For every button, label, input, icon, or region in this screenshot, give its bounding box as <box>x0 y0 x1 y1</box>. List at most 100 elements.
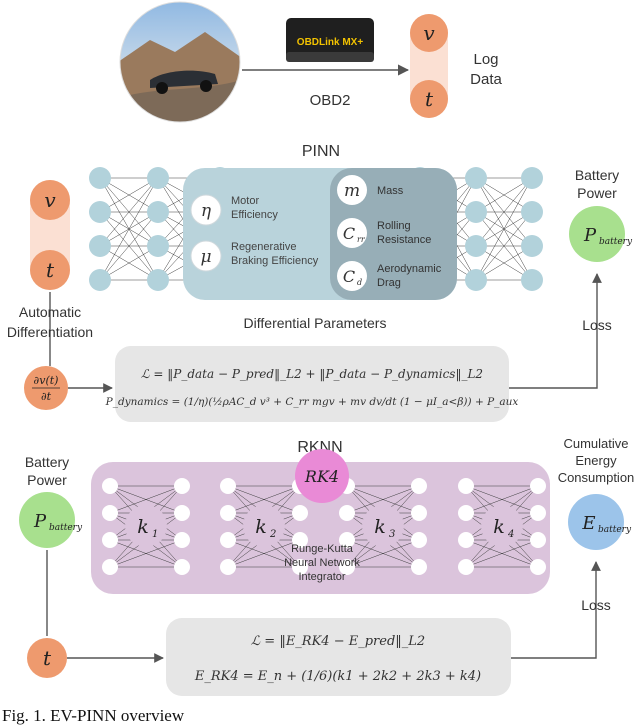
crr-symbol: C <box>343 224 355 243</box>
k3-symbol: k <box>374 516 386 538</box>
rknn-panel <box>91 462 550 594</box>
rknn-input-title-line2: Power <box>27 472 67 488</box>
crr-label-line1: Rolling <box>377 220 411 232</box>
log-t-symbol: t <box>425 87 434 111</box>
k4-node: k 4 <box>481 505 523 547</box>
rknn-net-node <box>530 532 546 548</box>
pinn-net-node <box>89 269 111 291</box>
pinn-dynamics-equation: P_dynamics = (1/η)(½ρAC_d v³ + C_rr mgv … <box>105 396 519 408</box>
k1-sub: 1 <box>152 529 158 540</box>
rknn-net-node <box>292 559 308 575</box>
rknn-net-node <box>411 505 427 521</box>
rknn-net-node <box>458 505 474 521</box>
rknn-net-edge <box>346 539 420 568</box>
k2-node: k 2 <box>243 505 285 547</box>
rknn-net-node <box>174 505 190 521</box>
pinn-net-node <box>465 201 487 223</box>
rknn-net-node <box>458 532 474 548</box>
param-m: m Mass <box>337 175 404 205</box>
log-v-symbol: v <box>423 21 435 45</box>
rknn-net-node <box>102 505 118 521</box>
rknn-input-node: P battery <box>19 492 83 548</box>
pinn-net-node <box>147 167 169 189</box>
rknn-net-edge <box>227 539 301 568</box>
obd-device-label: OBDLink MX+ <box>297 37 364 48</box>
k4-symbol: k <box>493 516 505 538</box>
rknn-net-node <box>102 532 118 548</box>
k3-sub: 3 <box>389 529 395 540</box>
pinn-net-node <box>521 235 543 257</box>
integrator-label-line3: Integrator <box>298 571 345 583</box>
rknn-net-node <box>174 532 190 548</box>
rknn-loss-arrow <box>511 561 601 659</box>
rknn-net-node <box>411 532 427 548</box>
pinn-equation-box <box>115 346 509 422</box>
mu-label-line1: Regenerative <box>231 241 296 253</box>
k3-node: k 3 <box>362 505 404 547</box>
pinn-net-node <box>465 167 487 189</box>
rknn-net-node <box>530 559 546 575</box>
pinn-loss-label: Loss <box>582 317 612 333</box>
rknn-net-node <box>220 478 236 494</box>
rk4-label: RK4 <box>304 467 339 486</box>
pinn-output-node: P battery <box>569 206 633 262</box>
rk4-node: RK4 <box>295 449 349 503</box>
k2-symbol: k <box>255 516 267 538</box>
rknn-input-symbol: P <box>33 511 47 532</box>
rknn-net-node <box>458 478 474 494</box>
rknn-net-node <box>411 559 427 575</box>
pinn-loss-equation: ℒ = ‖P_data − P_pred‖_L2 + ‖P_data − P_d… <box>141 367 483 381</box>
pinn-output-sub: battery <box>599 237 633 247</box>
pinn-input-v: v <box>44 188 56 212</box>
rknn-output-sub: battery <box>598 525 632 535</box>
integrator-label-line2: Neural Network <box>284 557 360 569</box>
pinn-output-title-line2: Power <box>577 185 617 201</box>
pinn-net-node <box>465 269 487 291</box>
rknn-input-title-line1: Battery <box>25 454 69 470</box>
rknn-net-node <box>339 532 355 548</box>
cd-sub: d <box>357 278 362 287</box>
autodiff-label-line1: Automatic <box>19 304 81 320</box>
rknn-net-node <box>220 559 236 575</box>
crr-label-line2: Resistance <box>377 234 431 246</box>
rknn-net-edge <box>465 485 539 514</box>
pinn-net-edge <box>475 177 533 281</box>
rknn-net-node <box>458 559 474 575</box>
rknn-input-sub: battery <box>49 523 83 533</box>
pinn-input-t-node <box>30 250 70 290</box>
pinn-net-node <box>465 235 487 257</box>
rknn-net-node <box>530 505 546 521</box>
pinn-net-edge <box>99 211 159 281</box>
autodiff-label-line2: Differentiation <box>7 324 93 340</box>
pinn-net-edge <box>99 177 159 213</box>
log-v-node <box>410 14 448 52</box>
mu-symbol: μ <box>200 247 211 267</box>
car-photo <box>120 2 240 122</box>
k1-symbol: k <box>137 516 149 538</box>
cd-symbol: C <box>343 267 355 286</box>
rknn-net-node <box>530 478 546 494</box>
rknn-net-edge <box>465 539 539 568</box>
param-eta: η Motor Efficiency <box>190 194 278 226</box>
k2-sub: 2 <box>269 529 276 540</box>
rknn-net-node <box>174 478 190 494</box>
derivative-denominator: ∂t <box>41 390 52 403</box>
pinn-input-t: t <box>46 258 55 282</box>
rknn-loss-label: Loss <box>581 597 611 613</box>
param-mu: μ Regenerative Braking Efficiency <box>190 240 319 272</box>
rknn-net-edge <box>227 485 301 514</box>
rknn-output-title-line1: Cumulative <box>563 436 628 451</box>
pinn-net-node <box>147 201 169 223</box>
pinn-net-edge <box>99 245 159 281</box>
pinn-net-edge <box>99 177 159 247</box>
rknn-net-node <box>174 559 190 575</box>
integrator-label-line1: Runge-Kutta <box>291 543 354 555</box>
pinn-title: PINN <box>302 143 340 160</box>
pinn-input-column: v t <box>30 180 70 290</box>
rknn-output-title-line2: Energy <box>575 453 617 468</box>
pinn-net-node <box>521 269 543 291</box>
rknn-net-node <box>292 505 308 521</box>
rknn-net-node <box>292 532 308 548</box>
derivative-numerator: ∂v(t) <box>34 374 59 387</box>
